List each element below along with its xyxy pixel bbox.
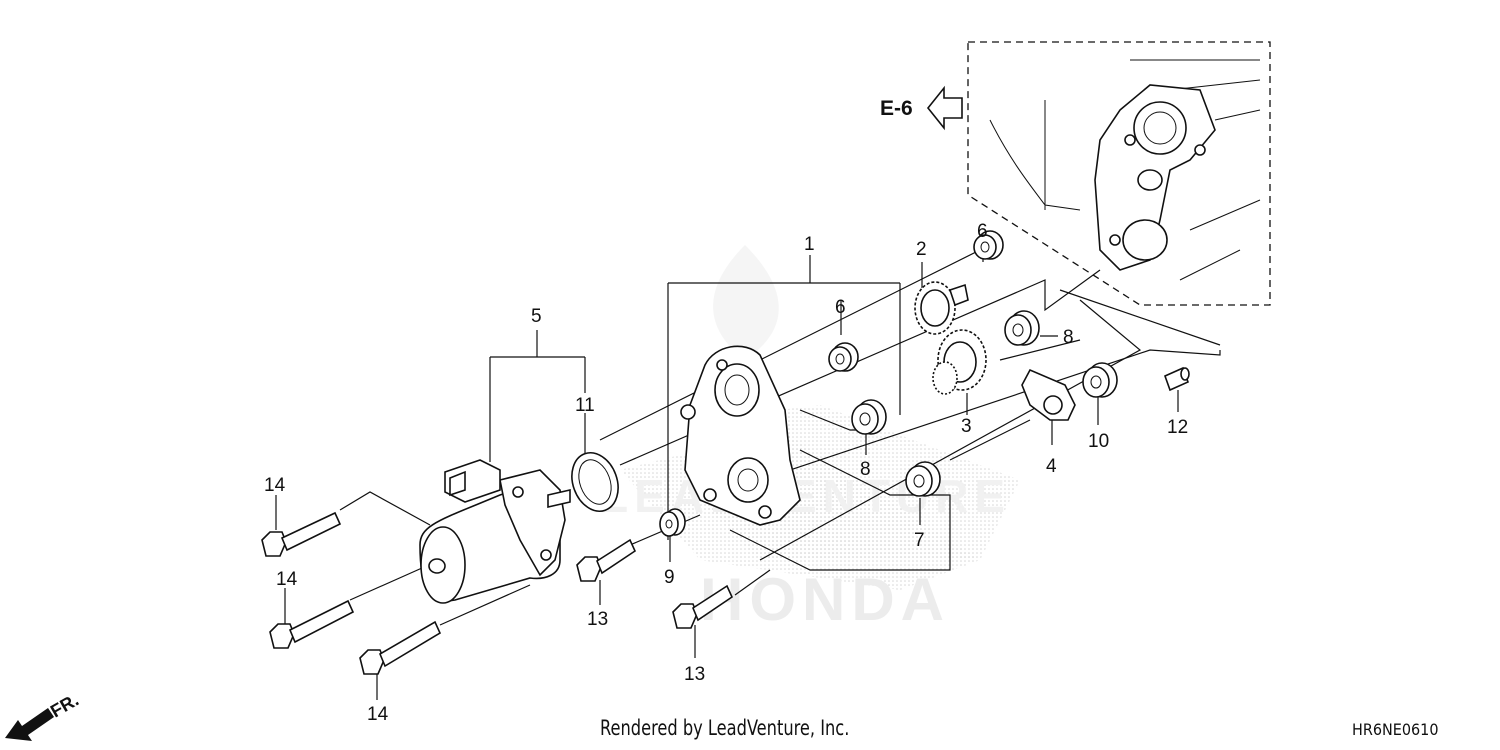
- callouts: 1 2 6 6 8 3 8 7 4 10 12 5 11 9 13 13 14 …: [264, 221, 1188, 725]
- part-14-bolt-upper[interactable]: [261, 511, 342, 557]
- callout-2[interactable]: 2: [916, 239, 927, 260]
- reference-label[interactable]: E-6: [880, 97, 913, 120]
- part-6-bearing-upper[interactable]: [973, 230, 1004, 260]
- part-2-gear[interactable]: [914, 281, 969, 335]
- callout-8a[interactable]: 8: [1063, 327, 1074, 348]
- reference-arrow-e6[interactable]: E-6: [880, 85, 963, 131]
- part-13-bolt-lower[interactable]: [672, 584, 734, 629]
- part-13-bolt-upper[interactable]: [576, 538, 637, 582]
- part-8-bearing-lower[interactable]: [851, 399, 887, 435]
- part-5-shift-motor[interactable]: [419, 459, 571, 604]
- watermark-brand: HONDA: [700, 566, 950, 633]
- part-6-bearing-lower[interactable]: [828, 342, 859, 372]
- part-7-bearing[interactable]: [905, 461, 941, 497]
- callout-10[interactable]: 10: [1088, 431, 1109, 452]
- callout-13b[interactable]: 13: [684, 664, 705, 685]
- engine-case-boundary: [967, 41, 1271, 306]
- part-3-gear[interactable]: [932, 329, 987, 395]
- part-8-bearing-upper[interactable]: [1004, 310, 1040, 346]
- callout-12[interactable]: 12: [1167, 417, 1188, 438]
- diagram-code: HR6NE0610: [1352, 720, 1439, 739]
- rendered-by-credit: Rendered by LeadVenture, Inc.: [600, 716, 850, 740]
- watermark-text: LEADVENTURE: [600, 470, 1011, 522]
- part-11-o-ring[interactable]: [564, 446, 626, 517]
- front-indicator: FR.: [5, 690, 82, 741]
- callout-6a[interactable]: 6: [977, 221, 988, 242]
- front-arrow-icon: [5, 708, 54, 741]
- part-12-dowel-pin[interactable]: [1163, 366, 1190, 392]
- callout-14c[interactable]: 14: [367, 704, 389, 725]
- callout-13a[interactable]: 13: [587, 609, 608, 630]
- part-9-washer[interactable]: [659, 508, 686, 537]
- part-14-bolt-lower[interactable]: [359, 620, 442, 675]
- part-1-cover[interactable]: [680, 345, 801, 526]
- callout-8b[interactable]: 8: [860, 459, 871, 480]
- callout-5[interactable]: 5: [531, 306, 542, 327]
- part-14-bolt-middle[interactable]: [269, 599, 355, 649]
- part-4-sector[interactable]: [1021, 368, 1076, 421]
- callout-3[interactable]: 3: [961, 416, 972, 437]
- callout-14b[interactable]: 14: [276, 569, 298, 590]
- callout-7[interactable]: 7: [914, 530, 925, 551]
- left-arrow-icon: [926, 85, 963, 131]
- callout-9[interactable]: 9: [664, 567, 675, 588]
- leader-lines: [275, 240, 1221, 700]
- part-10-bearing[interactable]: [1082, 362, 1118, 398]
- callout-4[interactable]: 4: [1046, 456, 1057, 477]
- callout-6b[interactable]: 6: [835, 297, 846, 318]
- callout-11[interactable]: 11: [575, 395, 595, 416]
- callout-14a[interactable]: 14: [264, 475, 286, 496]
- engine-case: [989, 59, 1261, 281]
- callout-1[interactable]: 1: [804, 234, 815, 255]
